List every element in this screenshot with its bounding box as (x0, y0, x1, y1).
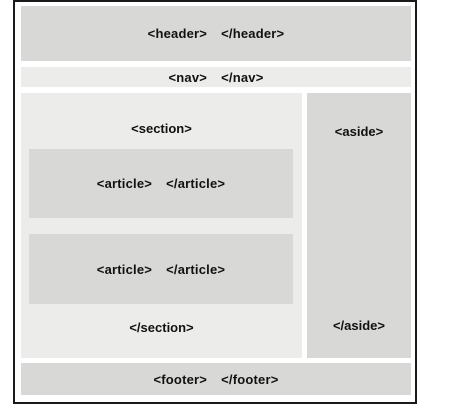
aside-block (307, 93, 411, 358)
article-1-open-label: <article> (96, 176, 153, 191)
article-block-2: <article> </article> (29, 234, 293, 304)
section-open-label: <section> (131, 121, 192, 136)
footer-open-label: <footer> (153, 371, 208, 387)
article-2-open-label: <article> (96, 261, 153, 277)
page-layout-diagram: <header> </header> <nav> </nav> <section… (13, 0, 417, 404)
header-close-label: </header> (221, 26, 285, 41)
section-block (21, 93, 302, 358)
header-block: <header> </header> (21, 6, 411, 61)
footer-close-label: </footer> (221, 371, 279, 387)
nav-close-label: </nav> (221, 69, 264, 85)
nav-open-label: <nav> (168, 69, 208, 85)
article-1-close-label: </article> (166, 176, 226, 191)
footer-block: <footer> </footer> (21, 363, 411, 395)
aside-close-label: </aside> (332, 318, 386, 333)
header-open-label: <header> (147, 26, 208, 41)
article-2-close-label: </article> (166, 261, 226, 277)
nav-block: <nav> </nav> (21, 67, 411, 87)
section-close-label: </section> (129, 320, 194, 335)
aside-open-label: <aside> (334, 124, 384, 139)
article-block-1: <article> </article> (29, 149, 293, 218)
